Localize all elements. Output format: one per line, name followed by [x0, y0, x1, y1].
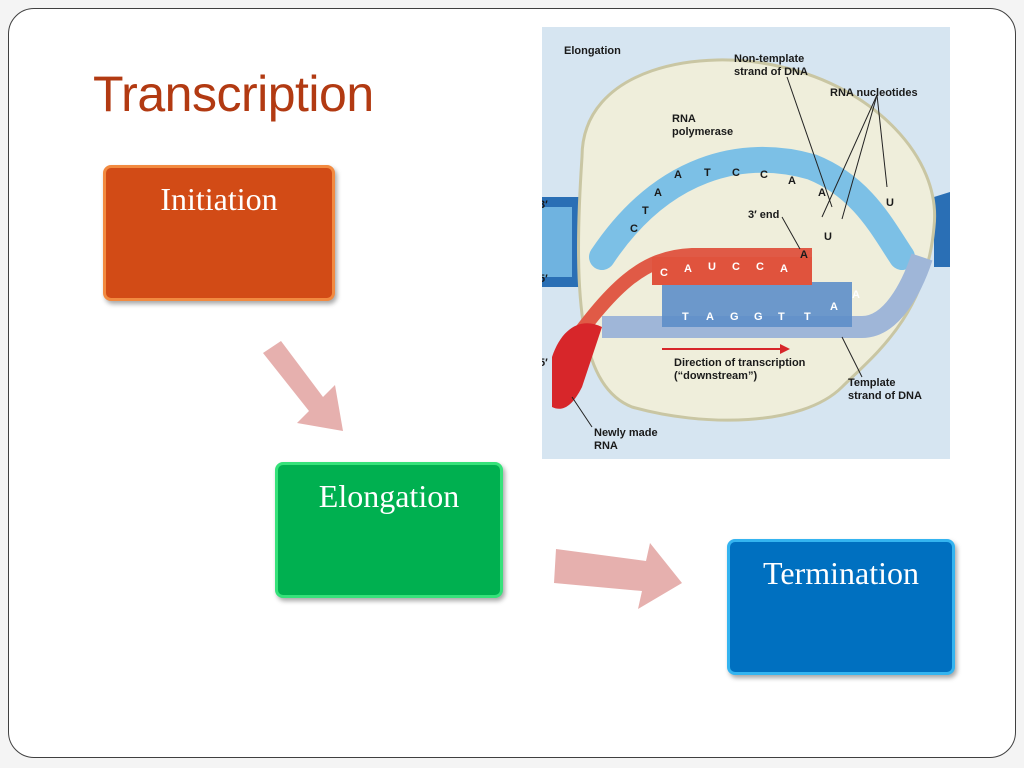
dna-base: C — [760, 169, 768, 181]
termination-label: Termination — [763, 554, 919, 591]
initiation-label: Initiation — [160, 180, 278, 217]
rna-base: A — [684, 263, 692, 275]
five-prime-mid-label: 5′ — [542, 273, 548, 285]
template-base: G — [754, 311, 763, 323]
rna-nucleotide: U — [824, 231, 832, 243]
rna-nucleotides-label: RNA nucleotides — [830, 87, 918, 99]
slide-title: Transcription — [93, 66, 374, 122]
dna-base: A — [674, 169, 682, 181]
template-base: G — [730, 311, 739, 323]
template-base: T — [778, 311, 785, 323]
rna-base: C — [732, 261, 740, 273]
direction-label: Direction of transcription (“downstream”… — [674, 357, 806, 382]
template-base: T — [682, 311, 689, 323]
five-prime-bottom-label: 5′ — [542, 357, 548, 369]
three-prime-top-label: 3′ — [542, 199, 548, 211]
initiation-box: Initiation — [103, 165, 335, 301]
figure-heading: Elongation — [564, 45, 621, 57]
rna-base: A — [780, 263, 788, 275]
elongation-label: Elongation — [318, 477, 460, 514]
dna-base: A — [818, 187, 826, 199]
template-base: A — [706, 311, 714, 323]
dna-base: C — [630, 223, 638, 235]
slide: Transcription Initiation Elongation Term… — [8, 8, 1016, 758]
arrow-down-right — [263, 341, 343, 431]
three-prime-end-label: 3′ end — [748, 209, 780, 221]
rna-polymerase-label: RNA polymerase — [672, 113, 734, 138]
template-base: A — [852, 289, 860, 301]
newly-made-rna-label: Newly made RNA — [594, 427, 658, 452]
template-strand-label: Template strand of DNA — [848, 377, 922, 402]
rna-base: U — [708, 261, 716, 273]
template-base: A — [830, 301, 838, 313]
template-base: T — [804, 311, 811, 323]
rna-nucleotide: A — [800, 249, 808, 261]
elongation-figure: Elongation RNA polymerase Non-template s… — [542, 27, 950, 459]
dna-diagram — [542, 58, 950, 428]
arrow-right — [554, 543, 682, 609]
dna-base: T — [642, 205, 649, 217]
termination-box: Termination — [727, 539, 955, 675]
rna-base: C — [756, 261, 764, 273]
dna-base: T — [704, 167, 711, 179]
rna-base: C — [660, 267, 668, 279]
rna-nucleotide: U — [886, 197, 894, 209]
dna-base: C — [732, 167, 740, 179]
elongation-box: Elongation — [275, 462, 503, 598]
dna-base: A — [654, 187, 662, 199]
non-template-strand-label: Non-template strand of DNA — [734, 53, 808, 78]
dna-base: A — [788, 175, 796, 187]
